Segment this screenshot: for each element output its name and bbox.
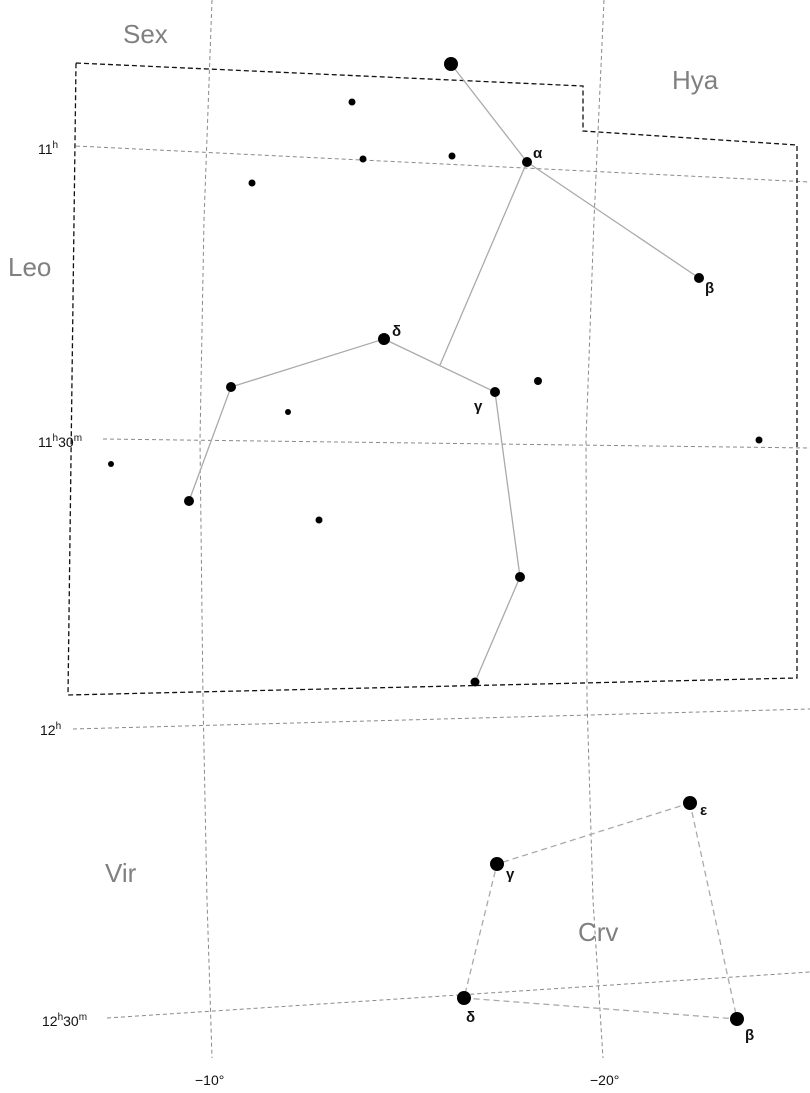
star xyxy=(285,409,291,415)
star xyxy=(359,155,367,163)
star-crv-delta xyxy=(457,991,471,1005)
star xyxy=(444,57,458,71)
star-crv-gamma xyxy=(490,857,504,871)
star-crt-alpha xyxy=(522,157,532,167)
star-crv-beta xyxy=(730,1012,744,1026)
ra-line-12h xyxy=(72,708,810,730)
constellation-sex: Sex xyxy=(123,19,168,49)
dec-label-minus-10: −10° xyxy=(195,1072,224,1088)
label-crv-gamma: γ xyxy=(506,866,515,883)
star xyxy=(108,461,114,467)
star xyxy=(755,436,763,444)
star xyxy=(315,516,323,524)
star-crt-gamma xyxy=(490,387,500,397)
constellation-vir: Vir xyxy=(105,858,137,888)
star xyxy=(248,179,256,187)
star-crt-beta xyxy=(694,273,704,283)
ra-label-12h30m: 12h30m xyxy=(42,1012,87,1029)
ra-label-11h: 11h xyxy=(38,140,58,157)
label-crv-delta: δ xyxy=(466,1009,475,1026)
ra-line-11h xyxy=(75,145,810,183)
label-crt-gamma: γ xyxy=(474,398,483,415)
crater-figure xyxy=(188,63,700,683)
label-crv-epsilon: ε xyxy=(700,802,707,819)
star xyxy=(226,382,236,392)
dec-label-minus-20: −20° xyxy=(590,1072,619,1088)
star xyxy=(534,377,542,385)
constellation-leo: Leo xyxy=(8,252,51,282)
star xyxy=(470,677,480,687)
ra-line-11h30m xyxy=(102,438,810,449)
label-crv-beta: β xyxy=(745,1027,754,1044)
constellation-crv: Crv xyxy=(578,917,618,947)
constellation-hya: Hya xyxy=(672,65,719,95)
star xyxy=(348,98,356,106)
dec-line-minus-20 xyxy=(585,0,605,1059)
ra-label-11h30m: 11h30m xyxy=(38,433,82,450)
stars xyxy=(108,57,763,1026)
star xyxy=(184,496,194,506)
star-crv-epsilon xyxy=(683,796,697,810)
star xyxy=(515,572,525,582)
label-crt-beta: β xyxy=(705,280,714,297)
dec-line-minus-10 xyxy=(199,0,213,1059)
corvus-figure xyxy=(463,802,738,1020)
ra-label-12h: 12h xyxy=(40,721,61,738)
star xyxy=(448,152,456,160)
label-crt-alpha: α xyxy=(533,145,543,162)
crater-boundary xyxy=(67,62,798,696)
label-crt-delta: δ xyxy=(392,323,401,340)
star-crt-delta xyxy=(378,333,390,345)
